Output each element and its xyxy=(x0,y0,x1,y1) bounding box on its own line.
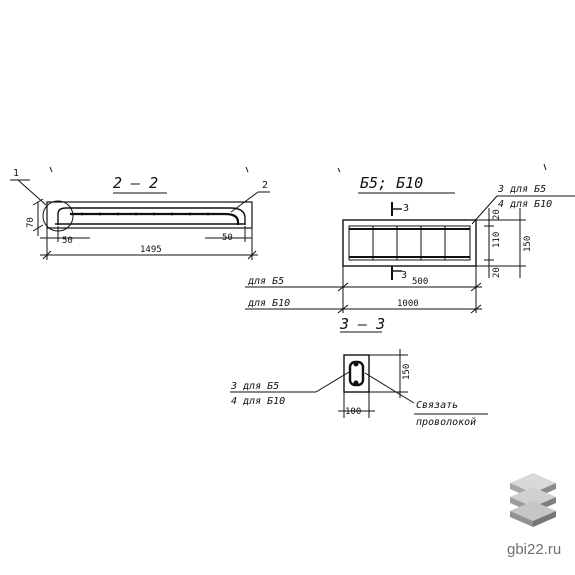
frame-callout-line2: 4 для Б10 xyxy=(498,199,552,210)
tie-note-line1: Связать xyxy=(416,400,458,411)
dim-left-value: 50 xyxy=(62,236,73,246)
tick xyxy=(337,282,349,292)
frame-title: Б5; Б10 xyxy=(360,174,423,192)
section-3-3-callout-line2: 4 для Б10 xyxy=(231,396,285,407)
section-2-2-view xyxy=(10,166,270,260)
section-mark-bottom: 3 xyxy=(401,270,407,281)
dim-right-value: 50 xyxy=(222,233,233,243)
corner-mark xyxy=(49,166,53,173)
tick xyxy=(32,198,44,206)
section-mark-top: 3 xyxy=(403,203,409,214)
tick xyxy=(42,250,52,260)
rebar-top xyxy=(70,212,240,225)
section-3-3-callout-line1: 3 для Б5 xyxy=(230,381,279,392)
row-b5-label: для Б5 xyxy=(247,276,284,287)
row-b5-value: 500 xyxy=(412,277,428,287)
tick xyxy=(470,282,482,292)
frame-outer xyxy=(342,219,477,267)
frame-view xyxy=(245,163,575,314)
corner-mark xyxy=(543,163,547,171)
row-b10-label: для Б10 xyxy=(247,298,290,309)
leader-2 xyxy=(230,191,259,213)
section-outline xyxy=(343,354,370,393)
leader-3-4 xyxy=(315,371,350,393)
tick xyxy=(470,304,482,314)
section-3-3-dim-width: 100 xyxy=(345,407,361,417)
tie-note-line2: проволокой xyxy=(416,416,476,428)
rebar-hook xyxy=(57,207,246,225)
bar-point xyxy=(353,380,359,386)
tick xyxy=(32,224,44,232)
corner-mark xyxy=(245,166,249,173)
section-3-3-view xyxy=(230,331,488,418)
frame-inner xyxy=(348,225,471,261)
tick xyxy=(337,304,349,314)
callout-2-label: 2 xyxy=(262,180,268,191)
leader-3-4 xyxy=(471,195,498,225)
beam-outline xyxy=(46,201,253,229)
bar-point xyxy=(353,361,359,367)
section-3-3-dim-height: 150 xyxy=(402,364,412,380)
tick xyxy=(247,250,257,260)
stirrup-points xyxy=(80,212,210,216)
row-b10-value: 1000 xyxy=(397,299,419,309)
section-2-2-title: 2 — 2 xyxy=(113,174,158,192)
corner-mark xyxy=(337,167,341,173)
leader-tie xyxy=(364,372,415,404)
stacked-slabs-icon xyxy=(510,473,556,527)
leader-1 xyxy=(17,179,47,206)
watermark-text: gbi22.ru xyxy=(507,541,561,558)
dim-mid-value: 110 xyxy=(492,232,502,248)
dim-height-value: 70 xyxy=(26,217,36,228)
frame-callout-line1: 3 для Б5 xyxy=(497,184,546,195)
section-3-3-title: 3 — 3 xyxy=(339,315,385,333)
dim-bottom-value: 20 xyxy=(492,267,502,278)
dim-top-value: 20 xyxy=(492,209,502,220)
dim-length-value: 1495 xyxy=(140,245,162,255)
dim-total-value: 150 xyxy=(523,236,533,252)
callout-1-label: 1 xyxy=(13,168,19,179)
